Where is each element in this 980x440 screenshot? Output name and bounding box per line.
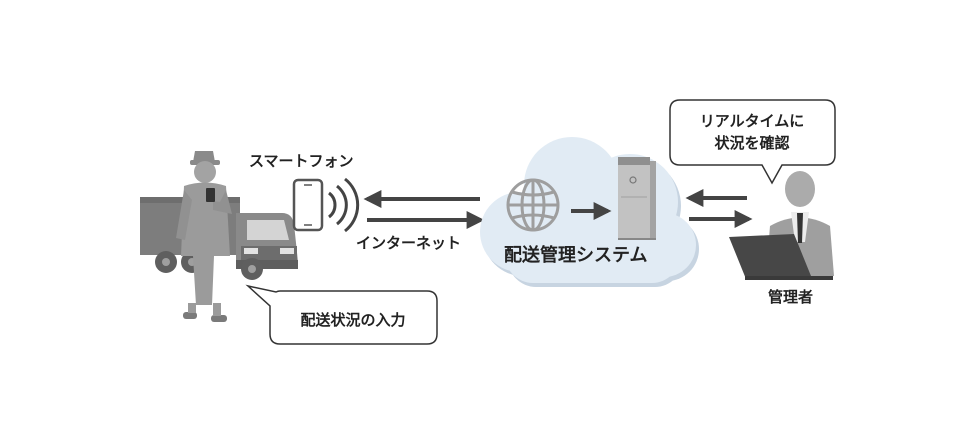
realtime-check-bubble [669, 99, 836, 185]
driver-input-bubble [245, 284, 438, 345]
internet-arrows [363, 190, 485, 229]
realtime-check-line2: 状況を確認 [714, 134, 790, 152]
driver-input-text: 配送状況の入力 [300, 311, 406, 329]
smartphone-icon [292, 178, 324, 232]
laptop-icon [729, 234, 833, 280]
internet-label: インターネット [356, 234, 462, 252]
server-icon [618, 157, 656, 240]
admin-label: 管理者 [768, 288, 814, 306]
driver-icon [176, 151, 232, 322]
manager-arrows [685, 189, 753, 228]
wifi-signal-icon [328, 177, 360, 233]
realtime-check-text: リアルタイムに 状況を確認 [671, 110, 833, 154]
system-label: 配送管理システム [504, 245, 648, 266]
globe-icon [506, 178, 560, 232]
realtime-check-line1: リアルタイムに [699, 112, 805, 130]
smartphone-label: スマートフォン [249, 152, 354, 170]
